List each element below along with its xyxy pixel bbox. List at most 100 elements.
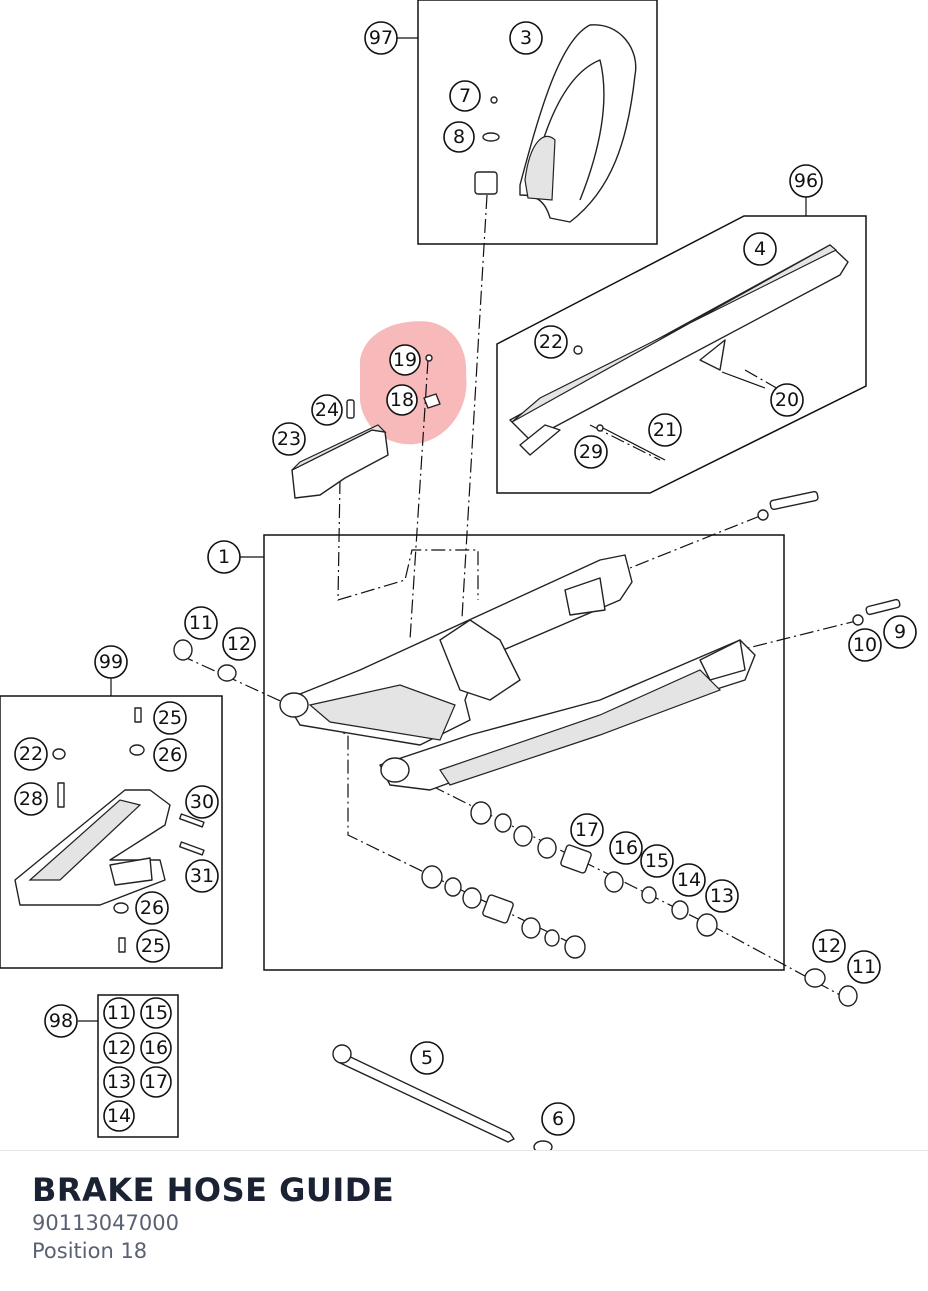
callout-24[interactable]: 24 [311,394,343,426]
svg-text:14: 14 [677,869,701,891]
svg-text:30: 30 [190,791,214,813]
svg-text:1: 1 [218,546,230,568]
svg-text:19: 19 [393,349,417,371]
svg-text:18: 18 [390,389,414,411]
callout-14[interactable]: 14 [672,863,706,897]
callout-98[interactable]: 98 [44,1004,78,1038]
svg-text:13: 13 [107,1071,131,1093]
svg-text:98: 98 [49,1010,73,1032]
svg-text:16: 16 [144,1037,168,1059]
svg-text:20: 20 [775,389,799,411]
callout-12-left[interactable]: 12 [222,627,256,661]
callout-17[interactable]: 17 [570,813,604,847]
svg-text:6: 6 [552,1108,564,1130]
callout-25-top[interactable]: 25 [153,701,187,735]
svg-text:4: 4 [754,238,766,260]
callout-11-right[interactable]: 11 [847,950,881,984]
callout-19[interactable]: 19 [389,344,421,376]
callout-29[interactable]: 29 [574,435,608,469]
svg-text:24: 24 [315,399,339,421]
svg-text:5: 5 [421,1047,433,1069]
svg-text:17: 17 [575,819,599,841]
chain-slider-part[interactable] [509,244,849,461]
swingarm-part[interactable] [279,554,756,791]
svg-text:11: 11 [107,1002,131,1024]
svg-text:11: 11 [852,956,876,978]
callout-98-17[interactable]: 17 [140,1066,172,1098]
callout-96[interactable]: 96 [789,164,823,198]
svg-text:7: 7 [459,85,471,107]
bearing-stack-parts[interactable] [173,639,858,1007]
callout-31[interactable]: 31 [185,859,219,893]
selected-part-highlight[interactable] [360,321,467,445]
part-info-panel: BRAKE HOSE GUIDE 90113047000 Position 18 [0,1150,928,1291]
callout-11-left[interactable]: 11 [184,606,218,640]
chain-guide-part[interactable] [291,399,389,499]
svg-text:9: 9 [894,621,906,643]
callout-1[interactable]: 1 [207,540,241,574]
callout-10[interactable]: 10 [848,628,882,662]
callout-7[interactable]: 7 [449,80,481,112]
svg-text:8: 8 [453,126,465,148]
svg-text:26: 26 [158,744,182,766]
svg-text:26: 26 [140,897,164,919]
callout-20[interactable]: 20 [770,383,804,417]
callout-16[interactable]: 16 [609,831,643,865]
box-group-97 [417,0,658,245]
chain-guard-part[interactable] [474,24,637,223]
svg-text:12: 12 [817,935,841,957]
swingarm-bolts[interactable] [757,490,901,626]
chain-guide-assembly-part[interactable] [14,707,205,953]
callout-98-13[interactable]: 13 [103,1066,135,1098]
svg-text:3: 3 [520,27,532,49]
callout-28[interactable]: 28 [14,782,48,816]
callout-5[interactable]: 5 [410,1041,444,1075]
svg-text:12: 12 [107,1037,131,1059]
svg-text:11: 11 [189,612,213,634]
svg-text:97: 97 [369,27,393,49]
svg-text:25: 25 [158,707,182,729]
callout-4[interactable]: 4 [743,232,777,266]
callout-6[interactable]: 6 [541,1102,575,1136]
callout-97[interactable]: 97 [364,21,398,55]
callout-30[interactable]: 30 [185,785,219,819]
callout-15[interactable]: 15 [640,844,674,878]
callout-13[interactable]: 13 [705,879,739,913]
part-position: Position 18 [32,1239,148,1263]
svg-text:99: 99 [99,651,123,673]
callout-8[interactable]: 8 [443,121,475,153]
callout-25-bottom[interactable]: 25 [136,929,170,963]
callout-26-bottom[interactable]: 26 [135,891,169,925]
callout-9[interactable]: 9 [883,615,917,649]
callout-22-top[interactable]: 22 [534,325,568,359]
box-group-96 [496,215,867,494]
callout-21[interactable]: 21 [648,413,682,447]
box-group-1 [263,534,785,971]
callout-98-16[interactable]: 16 [140,1032,172,1064]
svg-text:14: 14 [107,1105,131,1127]
exploded-parts-diagram[interactable]: 97 3 7 8 96 4 22 20 21 29 19 18 24 23 1 … [0,0,928,1150]
callout-98-14[interactable]: 14 [103,1100,135,1132]
part-name: BRAKE HOSE GUIDE [32,1171,395,1209]
box-group-98 [97,994,179,1138]
svg-text:29: 29 [579,441,603,463]
callout-12-right[interactable]: 12 [812,929,846,963]
axle-part[interactable] [332,1044,553,1150]
callout-98-12[interactable]: 12 [103,1032,135,1064]
callout-98-15[interactable]: 15 [140,997,172,1029]
callout-3[interactable]: 3 [509,21,543,55]
callout-26-top[interactable]: 26 [153,738,187,772]
svg-text:96: 96 [794,170,818,192]
svg-text:13: 13 [710,885,734,907]
svg-text:25: 25 [141,935,165,957]
callout-98-11[interactable]: 11 [103,997,135,1029]
callout-23[interactable]: 23 [272,422,306,456]
svg-text:15: 15 [144,1002,168,1024]
svg-text:31: 31 [190,865,214,887]
svg-text:21: 21 [653,419,677,441]
brake-hose-guide-part[interactable] [423,354,441,409]
callout-99[interactable]: 99 [94,645,128,679]
callout-18[interactable]: 18 [386,384,418,416]
callout-22-left[interactable]: 22 [14,737,48,771]
svg-text:12: 12 [227,633,251,655]
